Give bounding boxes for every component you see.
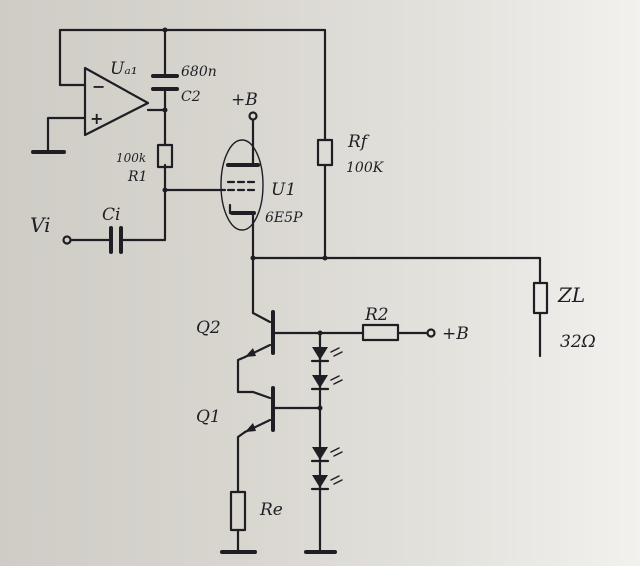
node-dot-grid xyxy=(162,187,168,193)
c2-name-label: C2 xyxy=(181,89,201,105)
ci-label: Ci xyxy=(102,205,120,225)
capacitor-ci: Ci xyxy=(102,205,123,254)
led-3 xyxy=(310,447,343,463)
resistor-rf: Rf 100K xyxy=(316,132,385,260)
q1-label: Q1 xyxy=(196,407,221,427)
led-4 xyxy=(310,475,343,491)
resistor-r2: R2 +B xyxy=(318,305,469,344)
rf-value-label: 100K xyxy=(346,160,385,176)
transistor-q2: Q2 xyxy=(196,256,322,359)
zl-name-label: ZL xyxy=(557,283,585,307)
opamp-plus-sign: + xyxy=(90,109,103,128)
resistor-r1: 100k R1 xyxy=(116,143,174,185)
node-dot-c2-top xyxy=(162,27,168,33)
led-1 xyxy=(310,347,343,363)
r1-value-label: 100k xyxy=(116,151,146,165)
input-vi: Vi xyxy=(30,213,112,245)
zl-value-label: 32Ω xyxy=(560,332,596,352)
opamp-label: Uₐ₁ xyxy=(110,59,138,79)
led-2 xyxy=(310,375,343,391)
c2-value-label: 680n xyxy=(181,64,217,80)
wire-feedback-top xyxy=(58,28,327,142)
q2-label: Q2 xyxy=(196,318,221,338)
transistor-q1: Q1 xyxy=(196,355,322,494)
rf-name-label: Rf xyxy=(347,132,370,152)
opamp-minus-sign: − xyxy=(92,77,105,96)
vi-label: Vi xyxy=(30,213,51,237)
r1-name-label: R1 xyxy=(127,169,147,185)
supply-right-label: +B xyxy=(442,324,469,344)
capacitor-c2: 680n C2 xyxy=(151,64,217,105)
r2-label: R2 xyxy=(364,305,389,325)
wire-output-bus xyxy=(251,256,542,285)
wire-plus-ground xyxy=(46,116,87,152)
opamp-ua1: − + Uₐ₁ xyxy=(83,59,150,137)
tube-u1: +B U1 6E5P xyxy=(220,90,303,260)
load-zl: ZL 32Ω xyxy=(532,281,596,358)
tube-part-label: 6E5P xyxy=(265,210,303,226)
resistor-re: Re xyxy=(220,490,283,554)
re-label: Re xyxy=(259,500,283,520)
node-dot-opamp-out xyxy=(162,107,168,113)
supply-top-label: +B xyxy=(231,90,258,110)
tube-name-label: U1 xyxy=(271,180,296,200)
